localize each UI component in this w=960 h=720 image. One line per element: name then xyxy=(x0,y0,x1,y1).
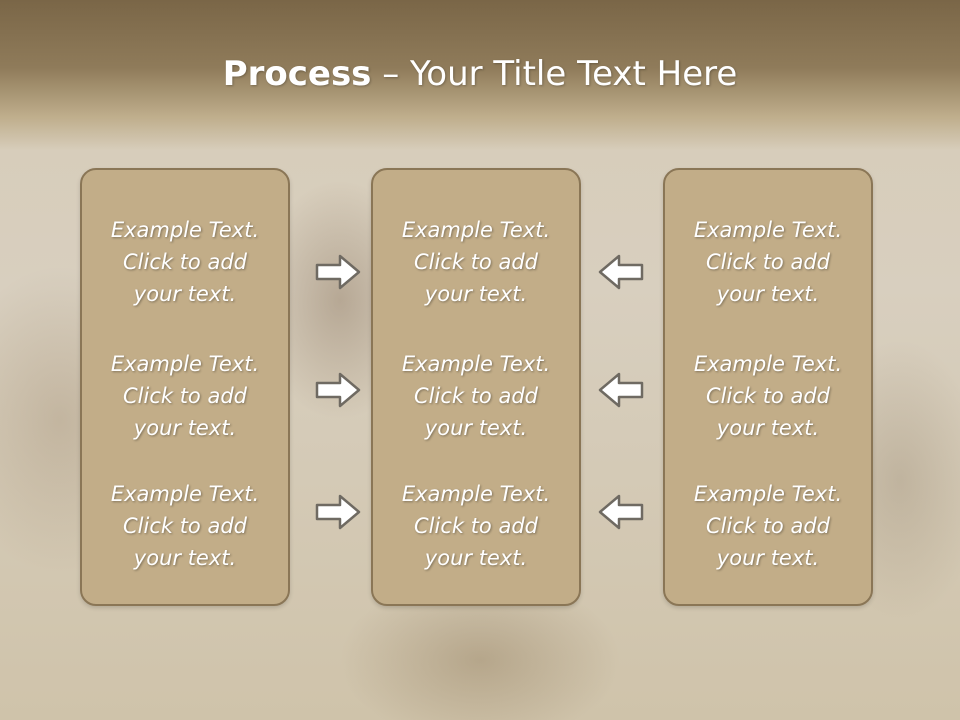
process-box-left[interactable]: Example Text. Click to add your text. Ex… xyxy=(80,168,290,606)
text-placeholder[interactable]: Example Text. Click to add your text. xyxy=(401,482,551,570)
right-arrow-icon xyxy=(315,372,361,408)
text-placeholder[interactable]: Example Text. Click to add your text. xyxy=(693,352,843,440)
text-placeholder[interactable]: Example Text. Click to add your text. xyxy=(110,352,260,440)
text-placeholder[interactable]: Example Text. Click to add your text. xyxy=(693,482,843,570)
right-arrow-icon xyxy=(315,494,361,530)
header-band xyxy=(0,0,960,150)
text-placeholder[interactable]: Example Text. Click to add your text. xyxy=(401,218,551,306)
right-arrow-icon xyxy=(315,254,361,290)
text-placeholder[interactable]: Example Text. Click to add your text. xyxy=(110,218,260,306)
process-box-center[interactable]: Example Text. Click to add your text. Ex… xyxy=(371,168,581,606)
slide-title[interactable]: Process – Your Title Text Here xyxy=(0,52,960,96)
left-arrow-icon xyxy=(598,372,644,408)
text-placeholder[interactable]: Example Text. Click to add your text. xyxy=(693,218,843,306)
title-strong: Process xyxy=(222,54,372,94)
process-box-right[interactable]: Example Text. Click to add your text. Ex… xyxy=(663,168,873,606)
text-placeholder[interactable]: Example Text. Click to add your text. xyxy=(110,482,260,570)
left-arrow-icon xyxy=(598,254,644,290)
title-rest: – Your Title Text Here xyxy=(371,54,738,94)
text-placeholder[interactable]: Example Text. Click to add your text. xyxy=(401,352,551,440)
left-arrow-icon xyxy=(598,494,644,530)
